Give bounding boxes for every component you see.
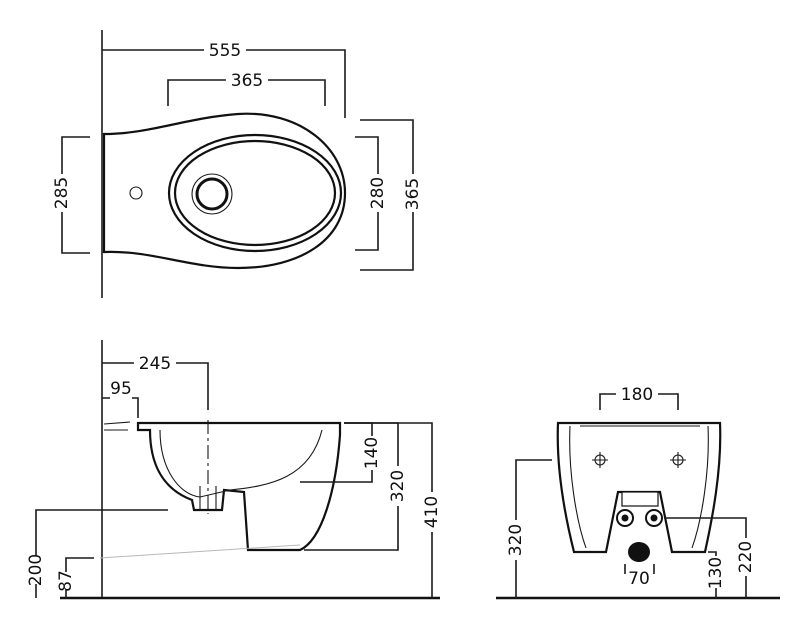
dim-line-285 — [61, 136, 90, 254]
dim-label-365-right: 365 — [403, 178, 423, 210]
dim-label-70: 70 — [628, 569, 650, 589]
fixing-hole-left — [592, 452, 608, 468]
front-drain — [628, 542, 650, 562]
dim-label-285: 285 — [52, 177, 72, 209]
floor-shadow-line — [99, 544, 301, 559]
front-inner-walls — [569, 425, 709, 549]
dim-line-555 — [102, 49, 346, 118]
dim-label-220: 220 — [736, 541, 756, 573]
front-view-outline — [556, 421, 722, 554]
dim-label-280: 280 — [368, 177, 388, 209]
front-view: 180 320 70 130 220 — [496, 385, 780, 600]
dim-label-320-front: 320 — [506, 524, 526, 556]
dim-label-130: 130 — [706, 557, 726, 589]
top-view: 555 365 285 280 365 — [52, 30, 423, 298]
dim-line-365-right — [360, 119, 414, 271]
dim-line-365-top — [167, 79, 326, 106]
dim-label-555: 555 — [209, 41, 241, 61]
dim-line-200 — [35, 509, 168, 598]
supply-connector-left-core — [621, 514, 629, 522]
dim-label-87: 87 — [56, 570, 76, 592]
bowl-inner-rim — [173, 139, 337, 247]
dim-line-320-front — [515, 459, 552, 598]
side-rim-lip — [103, 421, 131, 431]
drain-outer — [191, 173, 233, 215]
side-view-outline — [136, 421, 342, 552]
dim-line-245 — [102, 362, 209, 410]
dim-line-95 — [102, 397, 139, 418]
dim-line-180 — [599, 393, 679, 410]
fixing-hole-right — [670, 452, 686, 468]
dim-label-245: 245 — [139, 354, 171, 374]
front-inlet-box — [621, 491, 659, 507]
dim-line-280 — [355, 136, 379, 251]
dim-line-87 — [65, 557, 94, 598]
dim-label-95: 95 — [110, 379, 132, 399]
dim-line-220 — [664, 517, 747, 598]
side-drain-neck — [199, 486, 217, 510]
side-bowl-inner — [159, 429, 323, 498]
side-view: 245 95 140 320 410 200 87 — [26, 340, 442, 600]
dim-label-140: 140 — [362, 437, 382, 469]
supply-connector-right-core — [650, 514, 658, 522]
dim-label-410: 410 — [422, 496, 442, 528]
dim-line-130 — [708, 551, 717, 598]
tap-hole — [129, 186, 143, 200]
dim-line-70 — [624, 564, 655, 574]
dim-label-200: 200 — [26, 554, 46, 586]
dim-line-410 — [344, 422, 433, 598]
dim-label-320-side: 320 — [388, 470, 408, 502]
dim-label-365-top: 365 — [231, 71, 263, 91]
drain-inner — [195, 177, 229, 211]
dim-label-180: 180 — [621, 385, 653, 405]
